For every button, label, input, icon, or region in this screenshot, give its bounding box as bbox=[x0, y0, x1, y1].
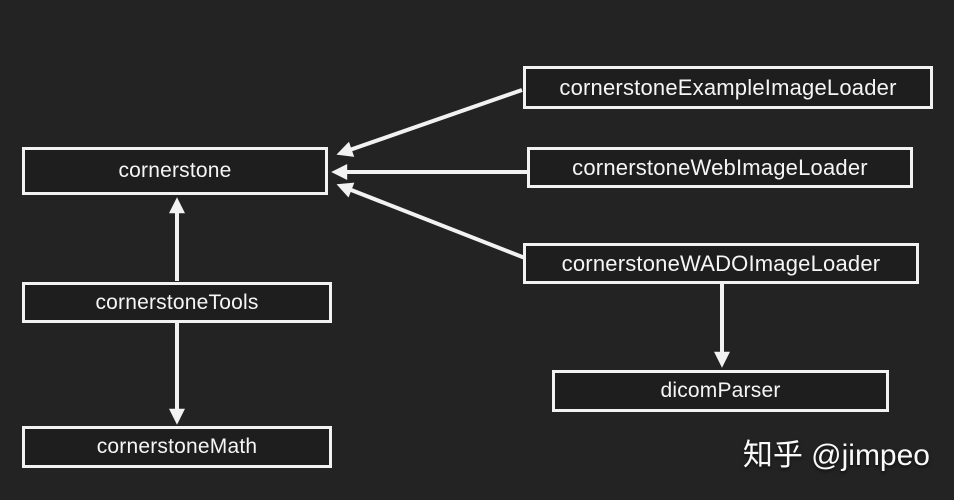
node-example-image-loader-label: cornerstoneExampleImageLoader bbox=[559, 74, 897, 100]
node-dicom-parser-label: dicomParser bbox=[660, 379, 781, 402]
node-cornerstone-tools-label: cornerstoneTools bbox=[95, 290, 259, 314]
edge-example-loader-to-cornerstone bbox=[336, 88, 523, 157]
node-web-image-loader-label: cornerstoneWebImageLoader bbox=[572, 154, 868, 180]
node-cornerstone-label: cornerstone bbox=[118, 159, 232, 182]
node-cornerstone-math: cornerstoneMath bbox=[22, 426, 332, 468]
node-cornerstone-tools: cornerstoneTools bbox=[22, 282, 332, 323]
node-web-image-loader: cornerstoneWebImageLoader bbox=[527, 147, 913, 188]
watermark: 知乎 @jimpeo bbox=[742, 439, 930, 472]
node-dicom-parser: dicomParser bbox=[552, 370, 889, 412]
node-example-image-loader: cornerstoneExampleImageLoader bbox=[523, 66, 933, 109]
edge-wado-loader-to-cornerstone bbox=[336, 182, 526, 260]
node-cornerstone-math-label: cornerstoneMath bbox=[96, 435, 258, 458]
node-wado-image-loader: cornerstoneWADOImageLoader bbox=[523, 243, 919, 284]
node-cornerstone: cornerstone bbox=[22, 147, 328, 195]
node-wado-image-loader-label: cornerstoneWADOImageLoader bbox=[561, 250, 881, 276]
